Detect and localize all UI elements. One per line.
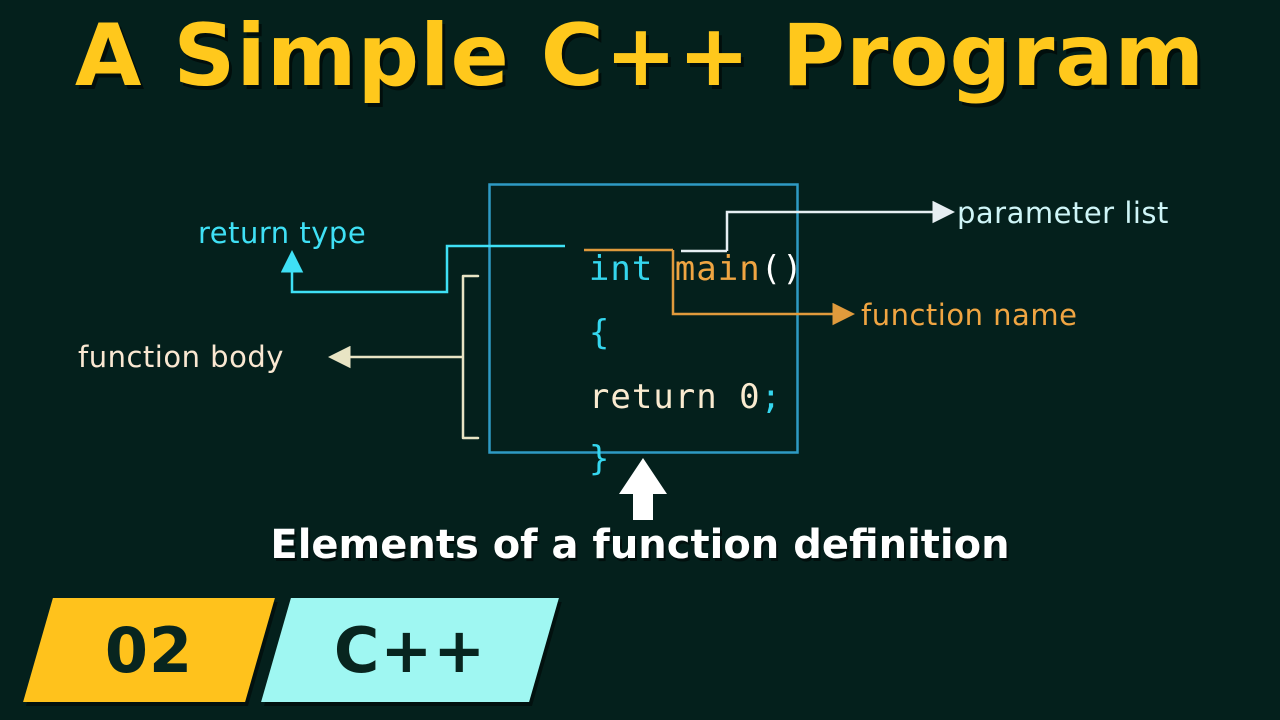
code-token-function-name: main bbox=[674, 249, 761, 289]
function-body-bracket bbox=[461, 274, 480, 440]
code-token-space bbox=[653, 249, 674, 289]
code-token-close-brace: } bbox=[588, 439, 611, 479]
return-type-connector bbox=[280, 244, 494, 294]
code-box-outline bbox=[488, 183, 799, 454]
code-line-open-brace: { bbox=[503, 273, 610, 393]
code-line-return-statement: return 0; bbox=[503, 337, 782, 457]
caption-arrow-up-icon bbox=[619, 458, 667, 520]
slide-caption: Elements of a function definition bbox=[270, 522, 1010, 568]
annotation-label-return-type: return type bbox=[198, 216, 367, 250]
badge-lesson-number-label: 02 bbox=[104, 613, 194, 687]
code-line-close-brace: } bbox=[503, 399, 610, 519]
function-name-connector bbox=[671, 250, 855, 326]
badge-lesson-number: 02 bbox=[23, 598, 275, 702]
page-title: A Simple C++ Program bbox=[74, 6, 1206, 106]
code-line-signature: int main() bbox=[503, 209, 804, 329]
annotation-label-function-body: function body bbox=[78, 340, 284, 374]
badge-language: C++ bbox=[261, 598, 559, 702]
parameter-list-connector bbox=[725, 200, 955, 251]
code-token-parameter-list: () bbox=[760, 249, 804, 289]
code-token-semicolon: ; bbox=[760, 377, 783, 417]
code-token-open-brace: { bbox=[588, 313, 611, 353]
badge-language-label: C++ bbox=[333, 613, 487, 687]
code-token-return-statement: return 0 bbox=[588, 377, 761, 417]
annotation-label-function-name: function name bbox=[861, 298, 1078, 332]
code-token-return-type: int bbox=[588, 249, 654, 289]
annotation-label-parameter-list: parameter list bbox=[957, 196, 1169, 230]
